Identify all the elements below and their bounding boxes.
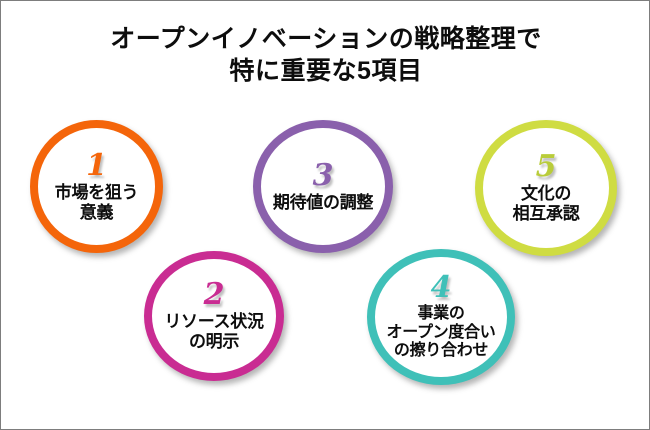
- bubble-item-4-label-line-1: 事業の: [417, 305, 465, 323]
- bubble-item-5-label-line-1: 文化の: [520, 184, 572, 204]
- bubble-item-4[interactable]: 4 事業の オープン度合い の擦り合わせ: [367, 249, 515, 385]
- bubble-item-4-label: 事業の オープン度合い の擦り合わせ: [387, 305, 496, 361]
- bubble-item-1-number: 1: [86, 147, 107, 183]
- bubble-item-5-number: 5: [535, 149, 557, 185]
- bubble-item-2-number: 2: [203, 277, 225, 313]
- bubble-item-3-label-line-1: 期待値の調整: [272, 192, 374, 212]
- bubble-item-5[interactable]: 5 文化の 相互承認: [475, 120, 617, 256]
- bubble-item-1-label-line-2: 意義: [79, 202, 114, 222]
- bubble-item-2-label-line-1: リソース状況: [164, 312, 264, 332]
- bubble-item-5-label: 文化の 相互承認: [513, 184, 580, 223]
- bubble-item-4-label-line-2: オープン度合い: [386, 323, 496, 341]
- bubble-item-3-number: 3: [312, 157, 334, 193]
- bubble-item-2-label: リソース状況 の明示: [164, 312, 264, 351]
- page-title-line-2: 特に重要な5項目: [229, 57, 423, 85]
- bubble-item-2[interactable]: 2 リソース状況 の明示: [144, 251, 284, 381]
- bubble-item-4-content: 4 事業の オープン度合い の擦り合わせ: [375, 257, 507, 377]
- bubble-item-3-label: 期待値の調整: [272, 192, 374, 213]
- bubble-item-1[interactable]: 1 市場を狙う 意義: [30, 120, 163, 253]
- bubble-item-3-content: 3 期待値の調整: [261, 128, 385, 245]
- bubble-item-4-number: 4: [430, 270, 452, 306]
- bubble-item-2-content: 2 リソース状況 の明示: [152, 259, 276, 373]
- bubble-item-1-label: 市場を狙う 意義: [55, 183, 139, 222]
- bubble-item-5-label-line-2: 相互承認: [512, 204, 580, 223]
- bubble-item-1-content: 1 市場を狙う 意義: [38, 128, 155, 245]
- bubble-item-1-label-line-1: 市場を狙う: [54, 182, 139, 202]
- bubble-item-5-content: 5 文化の 相互承認: [483, 128, 609, 248]
- bubble-item-2-label-line-2: の明示: [188, 332, 240, 351]
- bubble-item-3[interactable]: 3 期待値の調整: [253, 120, 393, 253]
- page-title: オープンイノベーションの戦略整理で 特に重要な5項目: [1, 23, 649, 87]
- page-title-line-1: オープンイノベーションの戦略整理で: [110, 25, 542, 53]
- bubble-item-4-label-line-3: の擦り合わせ: [393, 342, 489, 360]
